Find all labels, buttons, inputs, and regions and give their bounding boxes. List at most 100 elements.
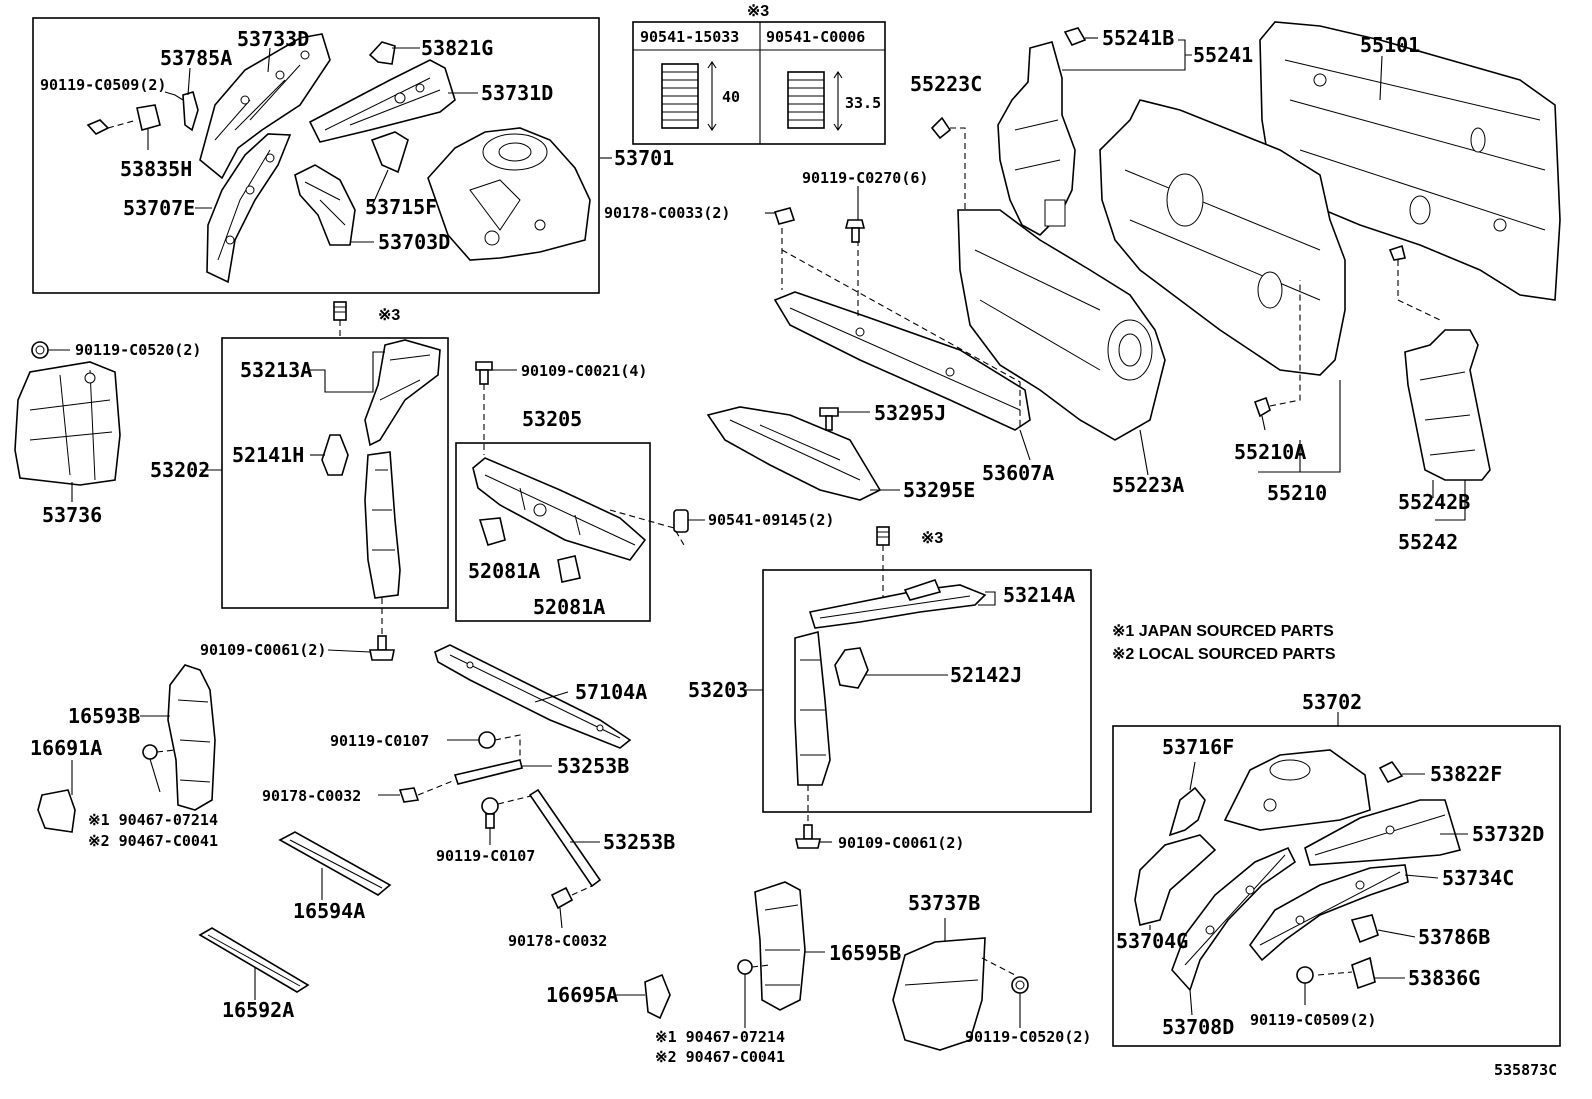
part-16691A-drawing — [37, 789, 76, 833]
part-53736-drawing — [14, 361, 121, 486]
part-53708D-drawing — [1171, 846, 1297, 992]
label-53786B: 53786B — [1418, 925, 1490, 949]
label-53702: 53702 — [1302, 690, 1362, 714]
part-55242-drawing — [1404, 329, 1491, 481]
part-53253B-a-drawing — [453, 759, 523, 785]
label-x3-a: ※3 — [378, 307, 400, 324]
label-16595B: 16595B — [829, 941, 901, 965]
label-90467-C0041-b: ※2 90467-C0041 — [655, 1048, 785, 1066]
label-90178-C0032-a: 90178-C0032 — [262, 787, 361, 805]
label-53205: 53205 — [522, 407, 582, 431]
label-53715F: 53715F — [365, 195, 437, 219]
group-frame-53205 — [455, 442, 651, 622]
label-55101: 55101 — [1360, 33, 1420, 57]
label-52081A-b: 52081A — [533, 595, 605, 619]
bolt-90467-b-icon — [737, 959, 771, 975]
group-frame-53202 — [221, 337, 449, 609]
label-53707E: 53707E — [123, 196, 195, 220]
part-53704G-drawing — [1134, 834, 1217, 926]
part-53836G-drawing — [1317, 956, 1376, 990]
spacer-90541-09145-icon — [609, 509, 689, 546]
bolt-90467-a-icon — [142, 744, 176, 760]
part-16594A-drawing — [278, 831, 392, 896]
nut-90178-C0032-b-icon — [550, 885, 593, 910]
bolt-90178-C0033-icon — [773, 207, 796, 225]
part-53702-apron-drawing — [1223, 749, 1371, 831]
diagram-id: 535873C — [1494, 1061, 1557, 1079]
table-col-2: 90541-C0006 — [766, 28, 865, 46]
label-16593B: 16593B — [68, 704, 140, 728]
part-16595B-drawing — [754, 881, 806, 1011]
label-90109-C0021: 90109-C0021(4) — [521, 362, 647, 380]
label-52141H: 52141H — [232, 443, 304, 467]
part-53607A-drawing — [773, 228, 1031, 431]
label-53821G: 53821G — [421, 36, 493, 60]
label-53202: 53202 — [150, 458, 210, 482]
label-55242: 55242 — [1398, 530, 1458, 554]
label-90119-C0520-a: 90119-C0520(2) — [75, 341, 201, 359]
part-53733D-drawing — [199, 33, 331, 180]
spacer-40-icon — [661, 61, 717, 131]
label-55241: 55241 — [1193, 43, 1253, 67]
table-col-1: 90541-15033 — [640, 28, 739, 46]
label-90178-C0032-b: 90178-C0032 — [508, 932, 607, 950]
part-53821G-drawing — [368, 41, 396, 65]
table-dim-2: 33.5 — [845, 94, 881, 112]
bolt-90119-C0107-b-icon — [481, 794, 536, 829]
label-16592A: 16592A — [222, 998, 294, 1022]
label-x3-b: ※3 — [921, 530, 943, 547]
label-53736: 53736 — [42, 503, 102, 527]
part-53203-pillar-drawing — [794, 630, 831, 825]
label-53295E: 53295E — [903, 478, 975, 502]
part-57104A-drawing — [434, 644, 632, 749]
label-16594A: 16594A — [293, 899, 365, 923]
label-53214A: 53214A — [1003, 583, 1075, 607]
label-90178-C0033: 90178-C0033(2) — [604, 204, 730, 222]
part-53732D-drawing — [1304, 799, 1462, 866]
bolt-90119-C0520-a-icon — [31, 341, 49, 359]
part-55223C-drawing — [930, 116, 966, 210]
label-90119-C0107-a: 90119-C0107 — [330, 732, 429, 750]
part-53253B-b-drawing — [528, 788, 602, 888]
part-55223A-drawing — [1099, 99, 1346, 376]
spacer-x3a-icon — [333, 301, 347, 338]
label-53708D: 53708D — [1162, 1015, 1234, 1039]
group-frame-53701 — [32, 17, 600, 294]
label-90109-C0061-b: 90109-C0061(2) — [838, 834, 964, 852]
label-53607A: 53607A — [982, 461, 1054, 485]
label-53253B-b: 53253B — [603, 830, 675, 854]
label-90119-C0270: 90119-C0270(6) — [802, 169, 928, 187]
part-53737B-drawing — [892, 937, 1016, 1051]
label-53213A: 53213A — [240, 358, 312, 382]
part-55210A-drawing — [1253, 280, 1301, 418]
label-90109-C0061-a: 90109-C0061(2) — [200, 641, 326, 659]
note-local-sourced: ※2 LOCAL SOURCED PARTS — [1112, 646, 1336, 663]
part-16695A-drawing — [644, 973, 671, 1020]
label-53733D: 53733D — [237, 27, 309, 51]
group-frame-53203 — [762, 569, 1092, 813]
bolt-90109-C0021-icon — [475, 361, 493, 455]
part-53822F-drawing — [1378, 760, 1404, 784]
bolt-53295J-icon — [819, 407, 839, 431]
label-55242B: 55242B — [1398, 490, 1470, 514]
part-55223-lower-drawing — [957, 209, 1166, 441]
label-55223A: 55223A — [1112, 473, 1184, 497]
part-53295E-drawing — [706, 406, 882, 501]
part-52142J-drawing — [834, 647, 869, 689]
bolt-90119-C0107-a-icon — [478, 731, 521, 760]
part-52081A-a-drawing — [478, 517, 506, 546]
label-53734C: 53734C — [1442, 866, 1514, 890]
label-53836G: 53836G — [1408, 966, 1480, 990]
label-55210A: 55210A — [1234, 440, 1306, 464]
part-53701-apron-drawing — [427, 127, 591, 261]
label-53785A: 53785A — [160, 46, 232, 70]
part-53786B-drawing — [1350, 914, 1379, 944]
label-52081A-a: 52081A — [468, 559, 540, 583]
part-53785A-drawing — [182, 90, 199, 132]
spacer-33-icon — [787, 71, 843, 131]
label-52142J: 52142J — [950, 663, 1022, 687]
label-53704G: 53704G — [1116, 929, 1188, 953]
part-16592A-drawing — [198, 927, 310, 993]
label-90467-C0041-a: ※2 90467-C0041 — [88, 832, 218, 850]
